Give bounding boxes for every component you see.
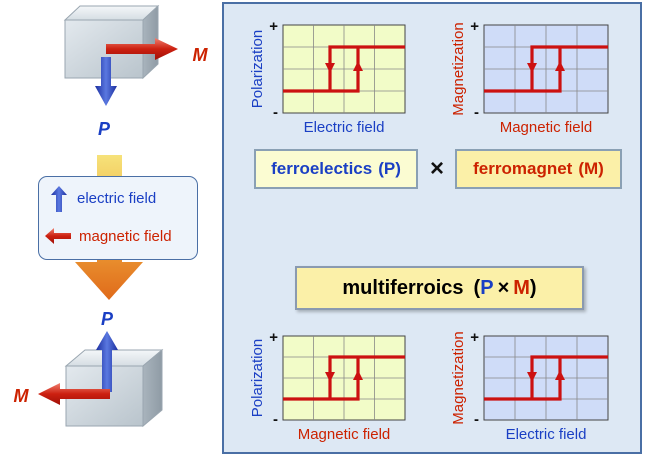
- ferroelectrics-symbol: P: [383, 159, 396, 178]
- ferromagnet-paren-open: (: [578, 159, 584, 178]
- top-m-label: M: [193, 45, 209, 65]
- bottom-m-label: M: [14, 386, 30, 406]
- ferroelectrics-box: ferroelectics ( P ): [254, 149, 418, 189]
- field-legend: electric field magnetic field: [38, 176, 198, 260]
- magnetic-field-label: magnetic field: [79, 228, 172, 245]
- bottom-cube: [64, 348, 164, 428]
- times-symbol: ×: [429, 155, 444, 182]
- multiferroics-box: multiferroics ( P × M ): [295, 266, 584, 310]
- multiferroics-p: P: [480, 276, 494, 299]
- bottom-p-arrow: [96, 331, 118, 392]
- ferroelectrics-text: ferroelectics: [271, 159, 373, 178]
- ferromagnet-symbol: M: [584, 159, 599, 178]
- bottom-m-arrow: [38, 383, 110, 405]
- multiferroics-paren-close: ): [529, 276, 537, 299]
- ferroelectrics-paren-open: (: [378, 159, 384, 178]
- right-panel: [222, 2, 642, 454]
- top-cube: [63, 4, 160, 80]
- electric-field-arrow-icon: [51, 186, 67, 212]
- ferroelectrics-paren-close: ): [395, 159, 401, 178]
- electric-field-label: electric field: [77, 190, 157, 207]
- ferromagnet-paren-close: ): [598, 159, 604, 178]
- ferromagnet-box: ferromagnet ( M ): [455, 149, 622, 189]
- multiferroics-paren-open: (: [473, 276, 481, 299]
- multiferroics-text: multiferroics: [342, 276, 464, 299]
- top-m-arrow: [106, 38, 178, 60]
- top-p-label: P: [98, 119, 111, 139]
- multiferroics-times: ×: [497, 276, 510, 299]
- bottom-p-label: P: [101, 309, 114, 329]
- ferromagnet-text: ferromagnet: [473, 159, 573, 178]
- magnetic-field-arrow-icon: [45, 228, 71, 244]
- top-p-arrow: [95, 57, 117, 106]
- multiferroics-m: M: [513, 276, 530, 299]
